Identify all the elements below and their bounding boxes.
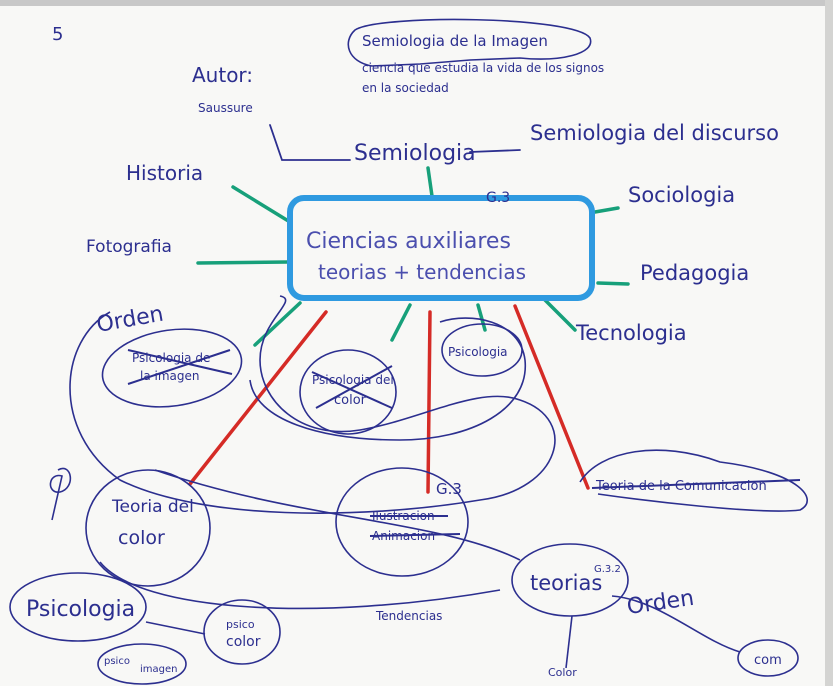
center-line-1: Ciencias auxiliares	[306, 229, 511, 254]
psico-imagen-circle	[101, 328, 243, 408]
strike-marks	[127, 349, 801, 537]
connector-fotografia	[196, 260, 290, 265]
teoria-comm-text: Teoria de la Comunicacion	[595, 479, 767, 494]
imagen-title: Semiologia de la Imagen	[362, 32, 548, 50]
red-connectors	[188, 304, 590, 494]
sociologia-node: Sociologia	[628, 183, 735, 207]
connector-pedagogia	[596, 281, 630, 286]
connector-ilustracion	[426, 310, 432, 494]
center-node: Ciencias auxiliares teorias + tendencias…	[287, 190, 595, 301]
line-autor-to-semiologia	[269, 124, 351, 161]
semiologia-imagen-node: Semiologia de la Imagen ciencia que estu…	[347, 18, 604, 95]
psico-imagen-text-1: Psicologia de	[132, 351, 210, 365]
psico-color-text-1: Psicologia del	[312, 373, 394, 387]
orden-loop	[69, 295, 556, 514]
connector-psico-imagen	[253, 301, 302, 347]
psicologia-small-circle	[441, 323, 523, 377]
ilustracion-text-2: Animacion	[372, 529, 435, 543]
semiologia-node: Semiologia	[354, 141, 476, 166]
fotografia-node: Fotografia	[86, 237, 172, 257]
teorias-text: teorias	[530, 571, 602, 595]
strike-teoria-comm	[591, 479, 801, 489]
ilustracion-tag: G.3	[436, 480, 462, 498]
connector-semiologia	[426, 166, 434, 198]
psicologia-small-text: Psicologia	[448, 345, 508, 359]
ilustracion-circle	[335, 467, 469, 577]
connector-tecnologia	[541, 296, 577, 332]
connector-teoria-comm	[513, 304, 590, 490]
com-circle	[737, 639, 799, 677]
connector-psico-color	[390, 303, 412, 342]
connector-teoria-color	[188, 310, 328, 486]
pedagogia-node: Pedagogia	[640, 261, 749, 285]
historia-node: Historia	[126, 161, 203, 185]
strike-psico-color	[311, 365, 393, 409]
semiologia-discurso-node: Semiologia del discurso	[530, 121, 779, 145]
lower-ink-shapes	[9, 295, 808, 685]
line-psicologia-to-psicocolor	[145, 621, 206, 635]
psico-color-small-2: color	[226, 634, 261, 650]
psico-imagen-small-circle	[97, 643, 187, 685]
connector-sociologia	[593, 206, 620, 214]
psico-color-circle	[299, 349, 397, 435]
com-text: com	[754, 653, 782, 668]
line-teorias-to-com	[611, 595, 741, 653]
psicologia-big-text: Psicologia	[26, 597, 135, 622]
psico-color-small-circle	[203, 599, 281, 665]
green-connectors	[196, 166, 630, 347]
psico-color-text-2: color	[334, 393, 367, 408]
tecnologia-node: Tecnologia	[575, 321, 687, 345]
ilustracion-text-1: Ilustracion	[372, 509, 435, 523]
psico-color-small-1: psico	[226, 618, 255, 631]
spiral-mark	[49, 467, 72, 521]
page-number: 5	[52, 24, 63, 45]
strike-ilustracion	[369, 515, 461, 537]
line-teorias-to-color	[565, 615, 573, 669]
teorias-circle	[511, 543, 629, 617]
tendencias-arc	[99, 561, 501, 610]
scan-edge-top	[0, 0, 833, 6]
center-tag: G.3	[486, 190, 510, 206]
autor-label: Autor:	[192, 63, 253, 87]
imagen-desc-1: ciencia que estudia la vida de los signo…	[362, 61, 604, 75]
comm-underline-arc	[579, 449, 808, 512]
imagen-desc-2: en la sociedad	[362, 81, 449, 95]
center-line-2: teorias + tendencias	[318, 260, 526, 284]
strike-psico-imagen	[127, 349, 233, 385]
teorias-arc	[154, 469, 521, 561]
imagen-bubble	[347, 18, 592, 67]
psicologia-big-circle	[9, 572, 147, 642]
line-semiologia-to-discurso	[469, 149, 521, 153]
teoria-color-text-2: color	[118, 527, 165, 549]
teorias-tag: G.3.2	[594, 564, 621, 575]
autor-name: Saussure	[198, 101, 253, 115]
psico-imagen-small-1: psico	[104, 656, 130, 667]
connector-psicologia	[476, 303, 487, 332]
psico-imagen-text-2: la imagen	[140, 369, 199, 383]
psico-imagen-small-2: imagen	[140, 664, 178, 675]
scan-edge-right	[825, 0, 833, 686]
tendencias-text: Tendencias	[375, 609, 442, 623]
teoria-color-circle	[85, 469, 211, 587]
center-box	[287, 195, 595, 301]
ink-lines-top	[269, 124, 521, 161]
teoria-color-text-1: Teoria del	[111, 497, 194, 517]
color-text: Color	[548, 666, 577, 679]
connector-historia	[231, 185, 292, 224]
psico-group-loop	[249, 317, 526, 441]
